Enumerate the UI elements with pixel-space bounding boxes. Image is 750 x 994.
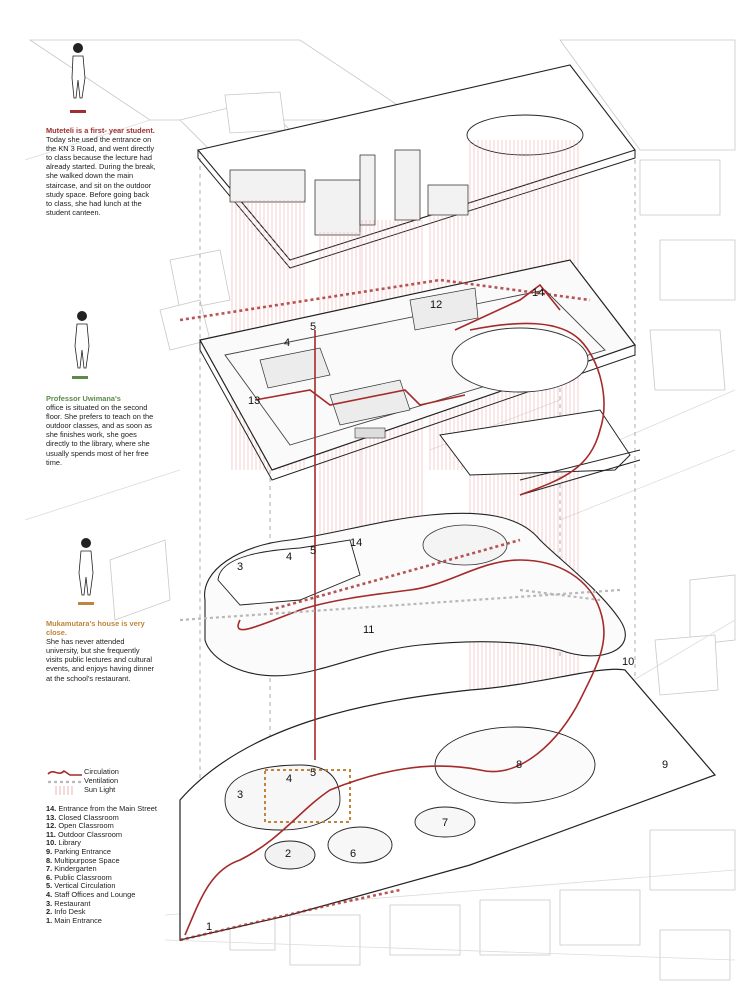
- key-item: 2. Info Desk: [46, 907, 166, 917]
- label-10: 10: [622, 656, 634, 668]
- legend-circulation: Circulation: [46, 768, 166, 777]
- key-item: 10. Library: [46, 839, 166, 848]
- key-number: 5.: [46, 881, 53, 891]
- label-2: 2: [285, 848, 291, 860]
- legend: Circulation Ventilation Sun Light 14. En…: [46, 768, 166, 925]
- circulation-paths: [184, 283, 605, 936]
- middle-floor: [204, 449, 641, 677]
- key-number: 10.: [46, 838, 57, 848]
- figure-student: [70, 43, 86, 113]
- key-item: 14. Entrance from the Main Street: [46, 804, 166, 814]
- label-11: 11: [363, 624, 374, 636]
- key-label: Open Classroom: [58, 821, 114, 831]
- key-item: 4. Staff Offices and Lounge: [46, 889, 166, 900]
- key-number: 12.: [46, 821, 57, 831]
- label-5-mid: 5: [310, 545, 316, 557]
- key-number: 4.: [46, 889, 53, 899]
- legend-ventilation-label: Ventilation: [84, 776, 119, 786]
- roof-plane: [197, 64, 636, 269]
- key-number: 2.: [46, 907, 53, 917]
- key-number: 6.: [46, 872, 53, 882]
- ventilation-paths: [179, 588, 621, 622]
- key-item: 12. Open Classroom: [46, 821, 166, 831]
- key-item: 6. Public Classroom: [46, 872, 166, 883]
- label-1: 1: [206, 921, 212, 933]
- label-8: 8: [516, 759, 522, 771]
- key-number: 11.: [46, 829, 56, 839]
- persona-neighbor-body: She has never attended university, but s…: [46, 637, 155, 683]
- key-label: Outdoor Classroom: [57, 829, 123, 839]
- label-12: 12: [430, 299, 442, 311]
- key-label: Vertical Circulation: [54, 881, 116, 891]
- key-label: Entrance from the Main Street: [58, 804, 157, 813]
- figure-professor: [72, 311, 90, 379]
- key-item: 3. Restaurant: [46, 898, 166, 909]
- key-item: 7. Kindergarten: [46, 864, 166, 874]
- legend-sunlight: Sun Light: [46, 786, 166, 795]
- key-label: Library: [58, 838, 81, 848]
- key-number: 8.: [46, 855, 53, 865]
- key-label: Closed Classroom: [58, 812, 119, 822]
- key-item: 11. Outdoor Classroom: [46, 829, 166, 840]
- label-4-ground: 4: [286, 773, 292, 785]
- label-6: 6: [350, 848, 356, 860]
- key-item: 8. Multipurpose Space: [46, 855, 166, 866]
- persona-student-heading: Muteteli is a first- year student.: [46, 126, 155, 135]
- context-buildings: [28, 39, 736, 981]
- key-item: 13. Closed Classroom: [46, 812, 166, 823]
- sunlight-swatch-icon: [55, 786, 73, 795]
- persona-neighbor-heading: Mukamutara's house is very close.: [46, 619, 145, 638]
- legend-circulation-label: Circulation: [84, 767, 119, 777]
- label-14-mid: 14: [350, 537, 362, 549]
- persona-student-body: Today she used the entrance on the KN 3 …: [46, 135, 156, 217]
- label-3-ground: 3: [237, 789, 243, 801]
- label-4-top: 4: [284, 337, 290, 349]
- upper-floor: [199, 259, 636, 481]
- key-number: 3.: [46, 898, 53, 908]
- circulation-swatch-icon: [47, 769, 82, 776]
- area-labels: 12 14 5 4 13 3 4 5 14 11 10 4 5 3 2 6 7 …: [206, 287, 668, 933]
- key-label: Main Entrance: [54, 915, 102, 925]
- key-label: Restaurant: [54, 898, 91, 908]
- ventilation-swatch-icon: [48, 780, 82, 784]
- legend-ventilation: Ventilation: [46, 777, 166, 786]
- key-label: Public Classroom: [54, 872, 112, 882]
- label-5-top: 5: [310, 321, 316, 333]
- key-number: 13.: [46, 812, 57, 822]
- key-number: 14.: [46, 804, 57, 813]
- key-label: Multipurpose Space: [54, 855, 120, 865]
- legend-sunlight-label: Sun Light: [84, 785, 116, 795]
- figure-neighbor: [78, 538, 94, 605]
- key-item: 9. Parking Entrance: [46, 846, 166, 857]
- key-number: 1.: [46, 915, 53, 925]
- persona-professor-body: office is situated on the second floor. …: [46, 403, 154, 467]
- persona-professor-heading: Professor Uwimana's: [46, 394, 121, 403]
- key-item: 5. Vertical Circulation: [46, 882, 166, 891]
- label-14-top: 14: [532, 287, 544, 299]
- key-item: 1. Main Entrance: [46, 915, 166, 926]
- persona-neighbor-story: Mukamutara's house is very close. She ha…: [46, 619, 156, 683]
- label-9: 9: [662, 759, 668, 771]
- key-label: Kindergarten: [54, 864, 97, 874]
- label-4-mid: 4: [286, 551, 292, 563]
- ventilation-brown: [179, 278, 591, 942]
- label-7: 7: [442, 817, 448, 829]
- label-3-mid: 3: [237, 561, 243, 573]
- label-5-ground: 5: [310, 767, 316, 779]
- key-number: 9.: [46, 846, 53, 856]
- key-label: Info Desk: [54, 907, 86, 917]
- persona-professor-story: Professor Uwimana's office is situated o…: [46, 394, 156, 467]
- label-13: 13: [248, 395, 260, 407]
- key-label: Staff Offices and Lounge: [54, 889, 136, 899]
- key-label: Parking Entrance: [54, 846, 111, 856]
- key-number: 7.: [46, 864, 53, 874]
- ground-floor: [179, 668, 717, 941]
- persona-student-story: Muteteli is a first- year student. Today…: [46, 126, 156, 217]
